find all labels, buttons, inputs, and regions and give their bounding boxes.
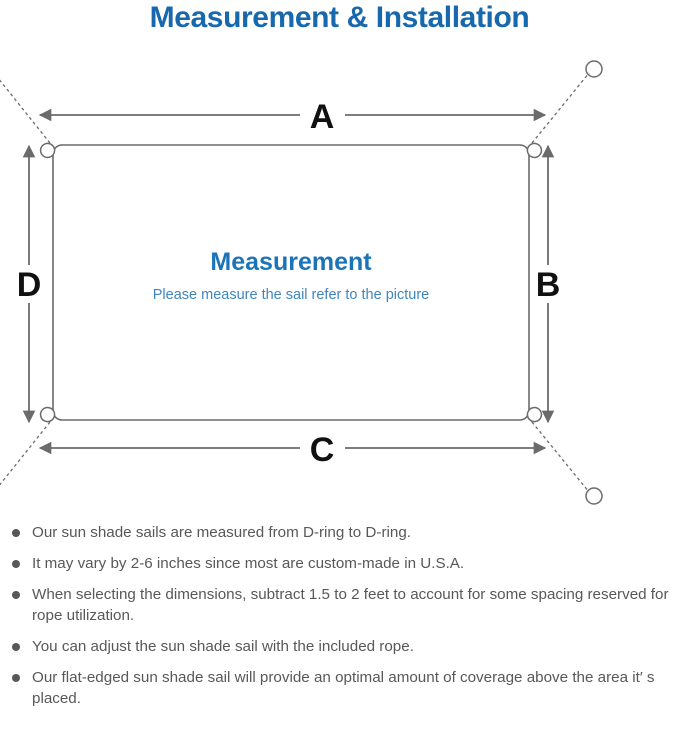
- bullet-icon: [12, 529, 20, 537]
- shade-sail-outline: [52, 144, 530, 421]
- d-ring-icon: [39, 142, 56, 159]
- list-item-text: You can adjust the sun shade sail with t…: [32, 638, 414, 655]
- notes-list: Our sun shade sails are measured from D-…: [0, 522, 679, 719]
- d-ring-icon: [526, 142, 543, 159]
- dimension-label-c: C: [310, 431, 335, 469]
- bullet-icon: [12, 674, 20, 682]
- measurement-heading: Measurement: [210, 248, 372, 276]
- list-item-text: Our flat-edged sun shade sail will provi…: [32, 669, 655, 707]
- dimension-label-a: A: [310, 98, 335, 136]
- list-item: When selecting the dimensions, subtract …: [0, 584, 679, 626]
- list-item: Our flat-edged sun shade sail will provi…: [0, 667, 679, 709]
- d-ring-icon: [526, 406, 543, 423]
- d-ring-icon: [39, 406, 56, 423]
- dimension-label-b: B: [536, 266, 561, 304]
- measurement-diagram: A C D B Measurement Please measure the s…: [0, 60, 603, 505]
- bullet-icon: [12, 591, 20, 599]
- list-item-text: It may vary by 2-6 inches since most are…: [32, 555, 465, 572]
- anchor-ring-icon: [585, 487, 603, 505]
- dimension-label-d: D: [17, 266, 42, 304]
- bullet-icon: [12, 560, 20, 568]
- bullet-icon: [12, 643, 20, 651]
- list-item-text: When selecting the dimensions, subtract …: [32, 586, 669, 624]
- page-title: Measurement & Installation: [149, 1, 530, 34]
- list-item: Our sun shade sails are measured from D-…: [0, 522, 679, 543]
- measurement-subtitle: Please measure the sail refer to the pic…: [153, 287, 429, 303]
- anchor-ring-icon: [585, 60, 603, 78]
- list-item: It may vary by 2-6 inches since most are…: [0, 553, 679, 574]
- list-item-text: Our sun shade sails are measured from D-…: [32, 524, 411, 541]
- list-item: You can adjust the sun shade sail with t…: [0, 636, 679, 657]
- rope-dashed-line: [0, 72, 590, 493]
